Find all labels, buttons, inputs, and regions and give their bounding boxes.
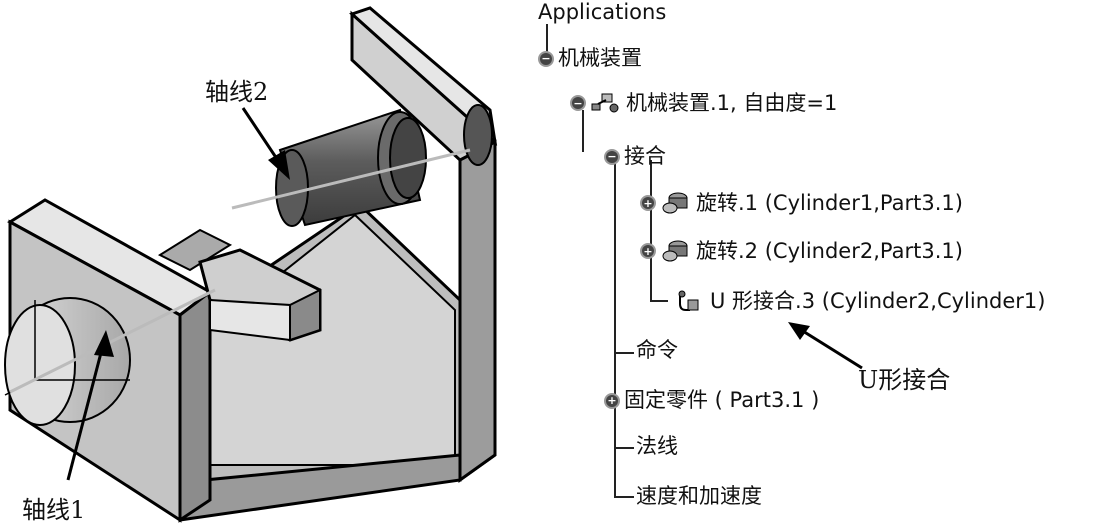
cylinder-1 bbox=[4, 297, 131, 426]
mechanism-icon bbox=[590, 90, 620, 116]
node-label: 旋转.2 (Cylinder2,Part3.1) bbox=[696, 238, 963, 263]
node-label: 机械装置 bbox=[558, 46, 642, 70]
u-joint-callout-label: U形接合 bbox=[858, 366, 951, 394]
tree-node-fixed-part[interactable]: + 固定零件 ( Part3.1 ) bbox=[606, 390, 819, 411]
tree-node-laws[interactable]: 法线 bbox=[636, 436, 678, 457]
expand-icon[interactable]: + bbox=[606, 394, 618, 407]
tree-node-joint-2[interactable]: + 旋转.2 (Cylinder2,Part3.1) bbox=[642, 238, 963, 264]
axis-1-line bbox=[9, 288, 216, 394]
node-label: 机械装置.1, 自由度=1 bbox=[626, 90, 838, 115]
node-label: 命令 bbox=[636, 338, 678, 362]
axis-2-line bbox=[231, 148, 471, 210]
collapse-icon[interactable]: − bbox=[540, 52, 552, 65]
collapse-icon[interactable]: − bbox=[606, 150, 618, 163]
u-joint-arrow bbox=[788, 322, 863, 370]
tree-node-joint-1[interactable]: + 旋转.1 (Cylinder1,Part3.1) bbox=[642, 190, 963, 216]
u-joint-icon bbox=[674, 288, 704, 314]
u-joint-cross bbox=[157, 228, 322, 342]
right-bracket-wall bbox=[349, 6, 498, 483]
tree-node-joint-3[interactable]: U 形接合.3 (Cylinder2,Cylinder1) bbox=[674, 288, 1045, 314]
node-label: 旋转.1 (Cylinder1,Part3.1) bbox=[696, 190, 963, 215]
axis-1-label: 轴线1 bbox=[22, 496, 86, 524]
specification-tree bbox=[530, 0, 1104, 525]
node-label: U 形接合.3 (Cylinder2,Cylinder1) bbox=[710, 288, 1046, 313]
tree-node-mechanism[interactable]: − 机械装置.1, 自由度=1 bbox=[572, 90, 837, 116]
axis-1-arrow bbox=[66, 330, 114, 481]
cylinder-2 bbox=[275, 108, 427, 227]
expand-icon[interactable]: + bbox=[642, 244, 654, 258]
base-plate bbox=[178, 203, 462, 522]
tree-root-applications[interactable]: Applications bbox=[538, 0, 667, 24]
axis-2-arrow bbox=[241, 107, 290, 180]
tree-node-speeds[interactable]: 速度和加速度 bbox=[636, 486, 762, 507]
expand-icon[interactable]: + bbox=[642, 196, 654, 210]
node-label: 固定零件 ( Part3.1 ) bbox=[624, 388, 820, 412]
tree-node-mechanism-device[interactable]: − 机械装置 bbox=[540, 48, 642, 69]
tree-node-joints[interactable]: − 接合 bbox=[606, 146, 666, 167]
node-label: 法线 bbox=[636, 434, 678, 458]
node-label: 接合 bbox=[624, 144, 666, 168]
tree-node-commands[interactable]: 命令 bbox=[636, 340, 678, 361]
collapse-icon[interactable]: − bbox=[572, 96, 584, 110]
u-joint-assembly-model bbox=[4, 6, 498, 523]
axis-2-label: 轴线2 bbox=[205, 78, 269, 106]
revolute-joint-icon bbox=[660, 190, 690, 216]
revolute-joint-icon bbox=[660, 238, 690, 264]
node-label: 速度和加速度 bbox=[636, 484, 762, 508]
model-viewport[interactable]: 轴线2 轴线1 bbox=[0, 0, 530, 525]
